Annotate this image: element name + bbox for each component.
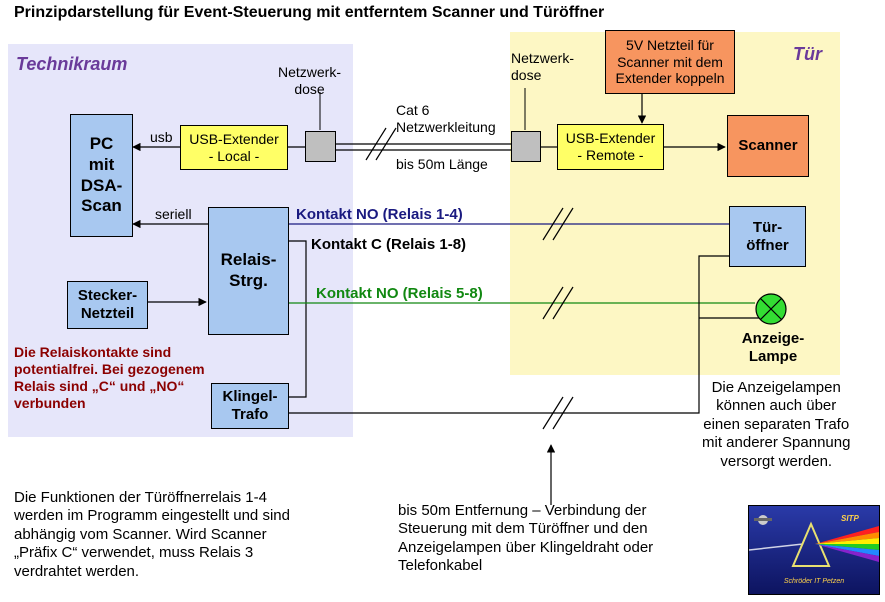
lamp-note-line-1: Die Anzeigelampen	[711, 379, 841, 396]
function-note-line-3: abhängig vom Scanner. Wird Scanner	[14, 525, 267, 543]
function-note-line-2: werden im Programm eingestellt und sind	[14, 507, 290, 525]
distance-note-line-3: Anzeigelampen über Klingeldraht oder	[398, 538, 654, 556]
lamp-note: Die Anzeigelampen können auch über einen…	[702, 379, 850, 471]
pc-line-2: mit	[88, 154, 115, 174]
kontakt-c-line	[289, 240, 307, 398]
lamp-note-line-2: können auch über	[716, 397, 837, 415]
function-note: Die Funktionen der Türöffnerrelais 1-4 w…	[14, 489, 290, 581]
scanner-label: Scanner	[738, 137, 798, 154]
logo-caption: Schröder IT Petzen	[783, 578, 845, 585]
relais-note-line-1: Die Relaiskontakte sind	[14, 344, 172, 360]
tueroeffner-line-2: öffner	[746, 236, 789, 254]
no14-break-1	[542, 207, 564, 241]
lamp-note-line-5: versorgt werden.	[720, 452, 833, 470]
stecker-line-1: Stecker-	[77, 287, 138, 304]
logo-badge: SITP	[841, 514, 859, 523]
tueroeffner-box: Tür- öffner	[729, 206, 806, 267]
klingel-break-1	[542, 396, 564, 430]
no14-break-2	[552, 207, 574, 241]
lamp-note-line-4: mit anderer Spannung	[702, 434, 851, 452]
tueroeffner-line-1: Tür-	[752, 218, 783, 236]
lamp-line-2: Lampe	[748, 348, 798, 365]
cat6-line-1: Cat 6	[396, 102, 430, 118]
seriell-label: seriell	[155, 206, 192, 222]
netzwerkdose-right-label: Netzwerk- dose	[511, 50, 574, 84]
lamp-line-1: Anzeige-	[741, 330, 805, 347]
dose-right-line-1: Netzwerk-	[511, 50, 575, 66]
power-line-1: 5V Netzteil für	[626, 37, 714, 54]
netzwerkdose-left-box	[305, 131, 336, 162]
stecker-line-2: Netzteil	[80, 305, 135, 322]
pc-line-4: Scan	[81, 196, 122, 216]
technikraum-label: Technikraum	[16, 54, 128, 74]
klingel-trafo-box: Klingel- Trafo	[211, 383, 289, 429]
relais-note: Die Relaiskontakte sind potentialfrei. B…	[14, 344, 205, 412]
diagram-title: Prinzipdarstellung für Event-Steuerung m…	[14, 4, 605, 21]
usb-remote-line-1: USB-Extender	[565, 130, 656, 147]
kontakt-c-label: Kontakt C (Relais 1-8)	[311, 236, 467, 253]
usb-extender-remote-box: USB-Extender - Remote -	[557, 124, 664, 170]
power-supply-5v-box: 5V Netzteil für Scanner mit dem Extender…	[605, 30, 735, 94]
usb-extender-local-box: USB-Extender - Local -	[180, 125, 288, 170]
dose-left-line-2: dose	[294, 80, 325, 97]
usb-local-line-2: - Local -	[208, 147, 260, 164]
relais-line-1: Relais-	[220, 250, 277, 270]
scanner-box: Scanner	[727, 115, 809, 177]
pc-line-1: PC	[89, 134, 114, 154]
kontakt-no-1-4-label: Kontakt NO (Relais 1-4)	[296, 206, 463, 223]
company-logo: SITP Schröder IT Petzen	[748, 505, 880, 595]
tuer-label: Tür	[793, 44, 822, 64]
function-note-line-5: verdrahtet werden.	[14, 562, 140, 580]
klingel-line	[289, 255, 729, 414]
no58-break-2	[552, 286, 574, 320]
cat6-label: Cat 6 Netzwerkleitung	[396, 102, 496, 136]
cat6-break-1	[365, 127, 387, 161]
cat6-line-2: Netzwerkleitung	[396, 118, 496, 135]
usb-local-line-1: USB-Extender	[189, 130, 279, 147]
bis-50m-label: bis 50m Länge	[396, 156, 488, 172]
distance-note-line-2: Steuerung mit dem Türöffner und den	[398, 520, 648, 538]
klingel-line-2: Trafo	[231, 406, 269, 423]
function-note-line-4: „Präfix C“ verwendet, muss Relais 3	[14, 544, 254, 562]
lamp-note-line-3: einen separaten Trafo	[703, 415, 850, 433]
dose-left-line-1: Netzwerk-	[278, 64, 342, 80]
relais-note-line-2: potentialfrei. Bei gezogenem	[14, 361, 205, 378]
usb-remote-line-2: - Remote -	[577, 147, 644, 163]
function-note-line-1: Die Funktionen der Türöffnerrelais 1-4	[14, 489, 267, 506]
power-line-2: Scanner mit dem	[617, 53, 723, 70]
pc-box: PC mit DSA- Scan	[70, 114, 133, 237]
relais-steuerung-box: Relais- Strg.	[208, 207, 289, 335]
no58-break-1	[542, 286, 564, 320]
usb-label: usb	[150, 129, 173, 145]
kontakt-no-5-8-label: Kontakt NO (Relais 5-8)	[316, 285, 483, 302]
pc-line-3: DSA-	[80, 175, 123, 195]
netzwerkdose-right-box	[511, 131, 541, 162]
netzwerkdose-left-label: Netzwerk- dose	[278, 64, 341, 98]
distance-note-line-4: Telefonkabel	[398, 557, 483, 575]
prism-logo-icon	[749, 506, 879, 594]
distance-note-line-1: bis 50m Entfernung – Verbindung der	[398, 502, 647, 519]
lamp-label: Anzeige- Lampe	[733, 330, 813, 366]
klingel-line-1: Klingel-	[222, 388, 278, 405]
relais-note-line-4: verbunden	[14, 395, 86, 412]
power-line-3: Extender koppeln	[615, 70, 725, 87]
distance-note: bis 50m Entfernung – Verbindung der Steu…	[398, 502, 653, 576]
relais-line-2: Strg.	[229, 271, 268, 290]
cat6-break-2	[375, 127, 397, 161]
lamp-icon	[755, 293, 787, 325]
stecker-netzteil-box: Stecker- Netzteil	[67, 281, 148, 329]
klingel-break-2	[552, 396, 574, 430]
dose-right-line-2: dose	[511, 66, 542, 83]
relais-note-line-3: Relais sind „C“ und „NO“	[14, 378, 185, 395]
